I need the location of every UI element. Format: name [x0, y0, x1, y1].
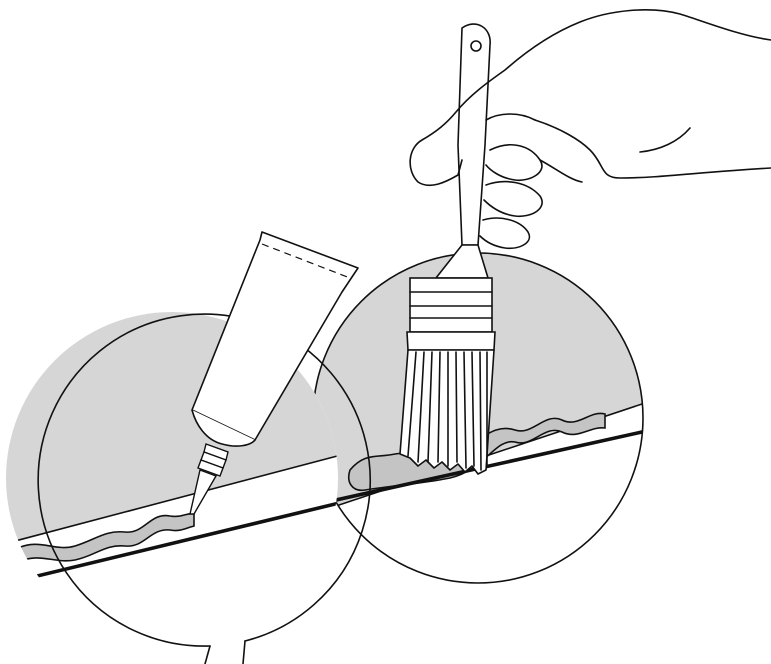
brush-band	[407, 332, 495, 350]
brush-ferrule	[410, 278, 492, 332]
brush-hang-hole	[471, 41, 481, 51]
middle-finger	[486, 145, 542, 180]
brush-handle	[458, 24, 490, 245]
little-finger	[480, 218, 529, 248]
palm-crease	[640, 128, 690, 152]
index-finger	[486, 114, 535, 120]
paint-brush	[400, 24, 495, 474]
palm-outline	[535, 120, 771, 178]
ring-finger	[484, 182, 542, 217]
left-detail-circle	[0, 300, 370, 664]
knuckle-line	[540, 160, 582, 182]
left-callout-pointer	[205, 641, 245, 664]
